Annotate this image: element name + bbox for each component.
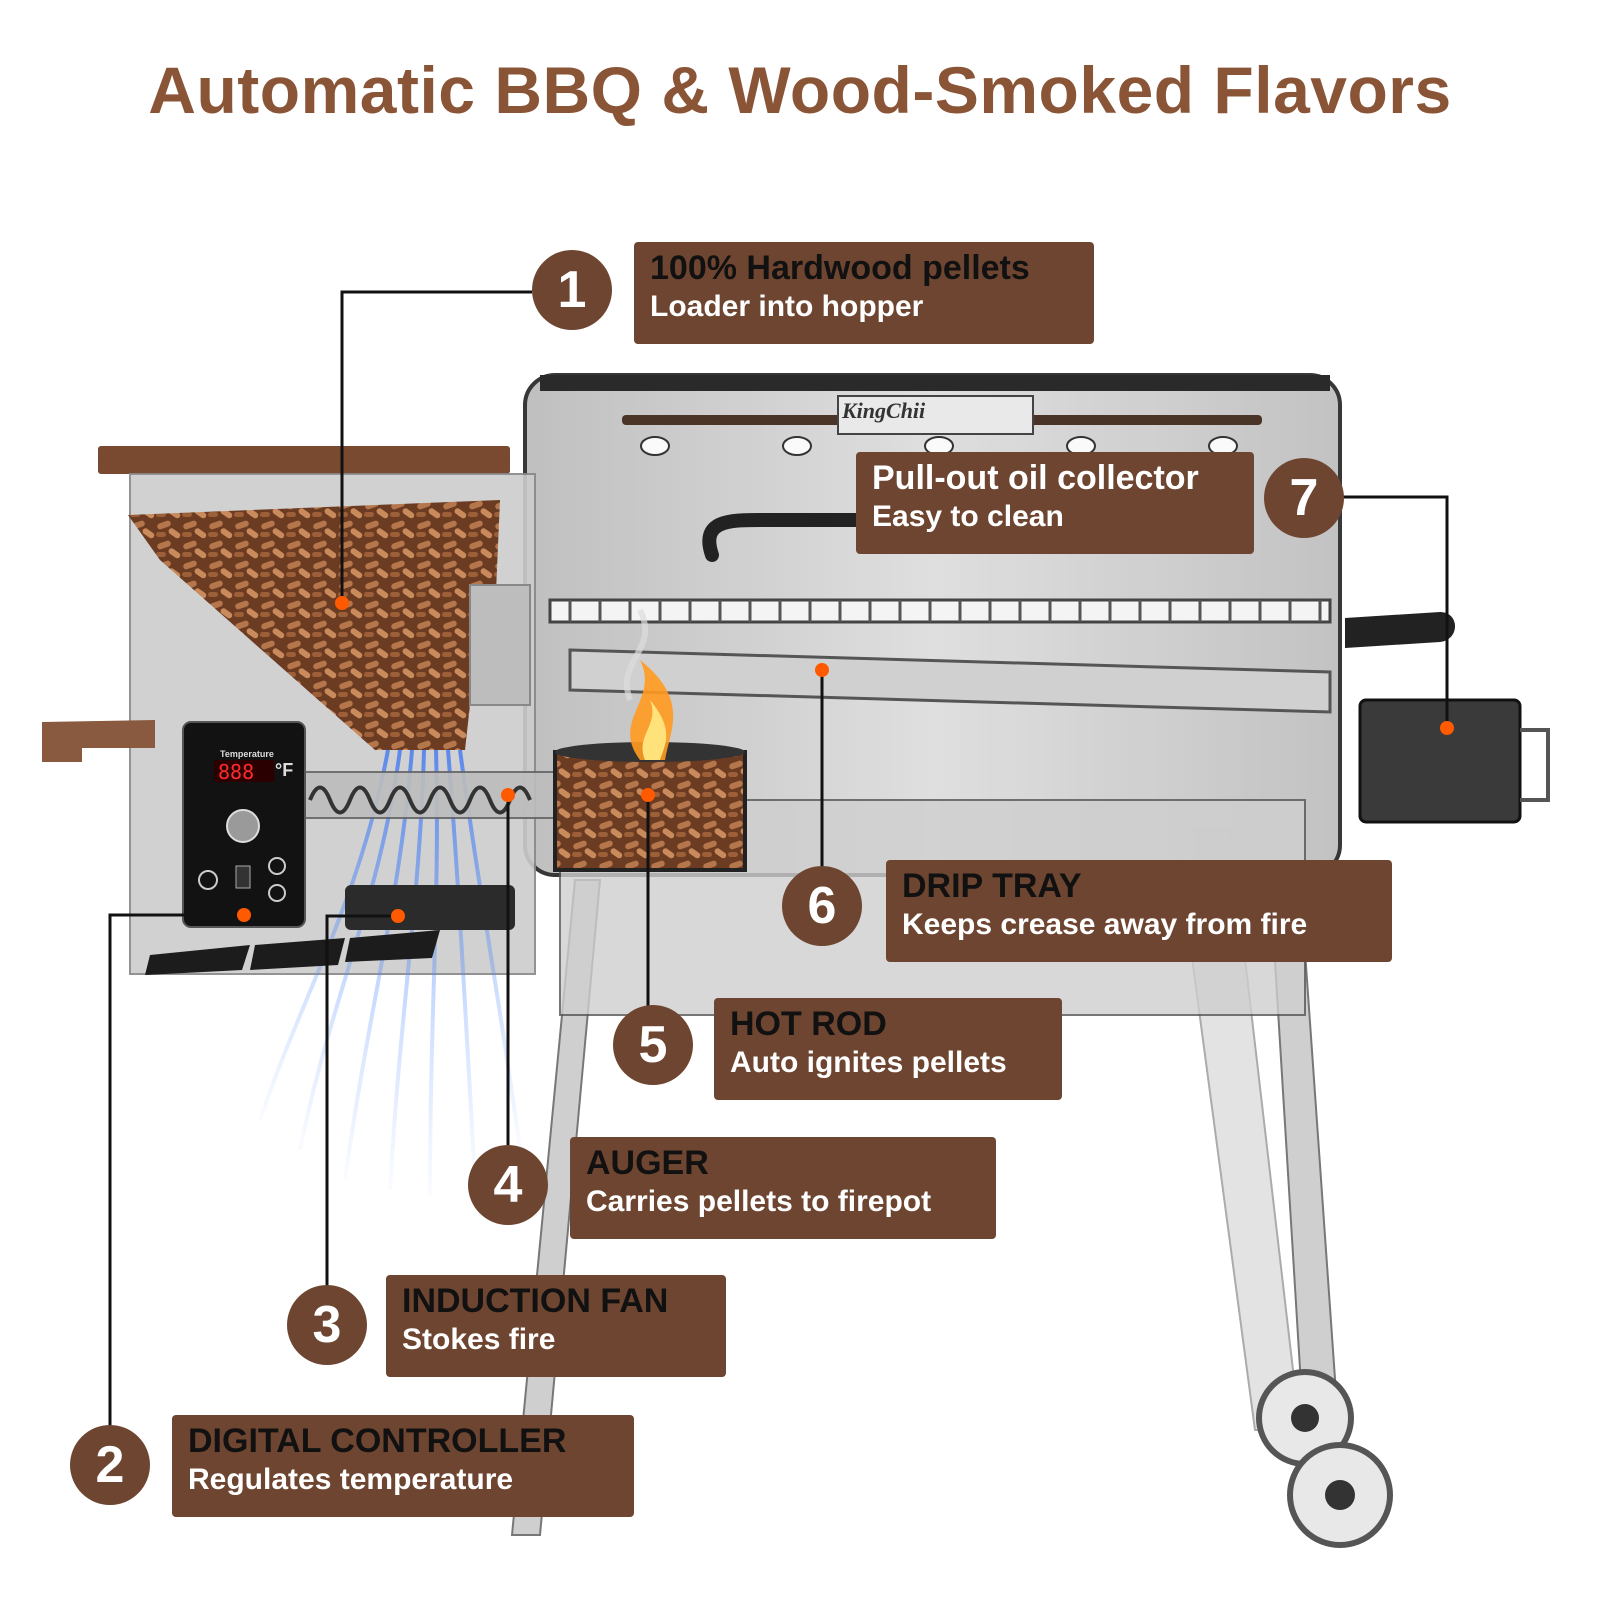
callout-7-subtext: Easy to clean — [872, 500, 1064, 533]
callout-7-label: Pull-out oil collector Easy to clean — [856, 452, 1254, 554]
controller-display: 888 — [218, 760, 255, 784]
callout-6-subtext: Keeps crease away from fire — [902, 908, 1308, 941]
callout-4-subtext: Carries pellets to firepot — [586, 1185, 932, 1218]
callout-2-heading: DIGITAL CONTROLLER — [188, 1422, 567, 1460]
callout-2-subtext: Regulates temperature — [188, 1463, 514, 1496]
callout-7-number: 7 — [1264, 458, 1344, 538]
callout-4-number: 4 — [468, 1145, 548, 1225]
callout-6-heading: DRIP TRAY — [902, 867, 1082, 905]
callout-1-subtext: Loader into hopper — [650, 290, 924, 323]
callout-4-heading: AUGER — [586, 1144, 709, 1182]
callout-3-subtext: Stokes fire — [402, 1323, 556, 1356]
callout-3-number: 3 — [287, 1285, 367, 1365]
callout-3-label: INDUCTION FAN Stokes fire — [386, 1275, 726, 1377]
callout-6-label: DRIP TRAY Keeps crease away from fire — [886, 860, 1392, 962]
digital-controller-panel — [182, 721, 306, 928]
oil-collector-bucket — [1358, 698, 1550, 824]
callout-5-subtext: Auto ignites pellets — [730, 1046, 1007, 1079]
callout-5-number: 5 — [613, 1005, 693, 1085]
callout-7-heading: Pull-out oil collector — [872, 459, 1199, 497]
controller-heading: Temperature — [220, 749, 274, 759]
callout-3-heading: INDUCTION FAN — [402, 1282, 669, 1320]
firepot — [553, 608, 747, 872]
callout-1-number: 1 — [532, 250, 612, 330]
callout-5-heading: HOT ROD — [730, 1005, 887, 1043]
page-title: Automatic BBQ & Wood-Smoked Flavors — [148, 53, 1452, 127]
callout-4-label: AUGER Carries pellets to firepot — [570, 1137, 996, 1239]
wheels — [1256, 1369, 1393, 1548]
brand-logo: KingChii — [842, 398, 926, 423]
callout-2-number: 2 — [70, 1425, 150, 1505]
controller-unit: °F — [275, 760, 294, 780]
callout-1-label: 100% Hardwood pellets Loader into hopper — [634, 242, 1094, 344]
callout-1-heading: 100% Hardwood pellets — [650, 249, 1030, 287]
callout-6-number: 6 — [782, 866, 862, 946]
callout-5-label: HOT ROD Auto ignites pellets — [714, 998, 1062, 1100]
callout-target-dots — [237, 596, 1454, 923]
callout-2-label: DIGITAL CONTROLLER Regulates temperature — [172, 1415, 634, 1517]
leader-lines — [108, 290, 1449, 1470]
